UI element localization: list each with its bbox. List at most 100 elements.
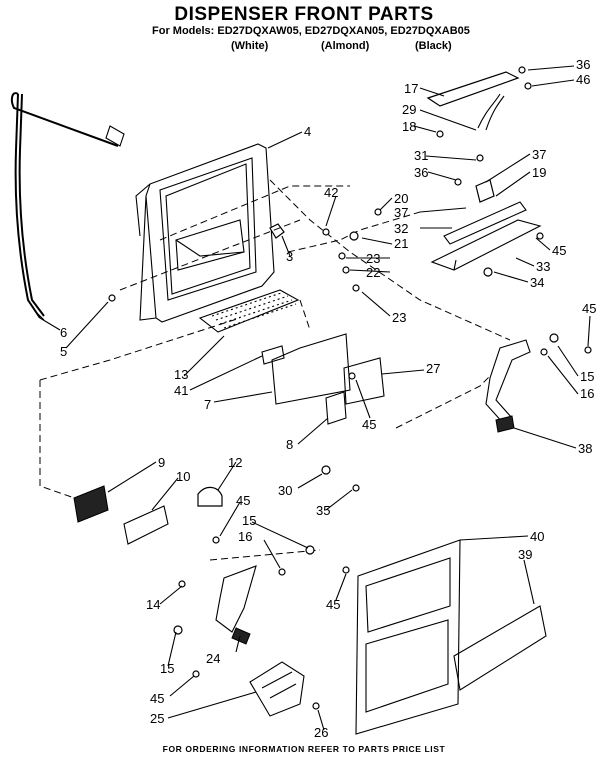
dispenser-housing xyxy=(145,143,275,323)
part-42 xyxy=(322,228,330,236)
callout-42: 42 xyxy=(324,185,339,200)
callout-38: 38 xyxy=(578,441,593,456)
callout-45: 45 xyxy=(150,691,165,706)
microswitch-19 xyxy=(475,179,495,203)
callout-5: 5 xyxy=(60,344,68,359)
trim-17 xyxy=(426,71,520,107)
callout-22: 22 xyxy=(366,265,381,280)
retainer-12 xyxy=(197,486,223,507)
callout-39: 39 xyxy=(518,547,533,562)
callout-33: 33 xyxy=(536,259,551,274)
callout-29: 29 xyxy=(402,102,417,117)
color-almond: (Almond) xyxy=(321,40,370,52)
housing-inner-frame xyxy=(159,157,257,301)
callout-3: 3 xyxy=(286,249,294,264)
callout-31: 31 xyxy=(414,148,429,163)
callout-35: 35 xyxy=(316,503,331,518)
paddle-9 xyxy=(73,485,109,523)
dashed-guide-5 xyxy=(287,211,421,253)
callout-18: 18 xyxy=(402,119,417,134)
chute-25-detail xyxy=(261,671,297,699)
callout-19: 19 xyxy=(532,165,547,180)
part-21 xyxy=(349,231,359,241)
screw-45-top xyxy=(584,346,592,354)
callout-27: 27 xyxy=(426,361,441,376)
tube-end xyxy=(35,125,125,321)
callout-41: 41 xyxy=(174,383,189,398)
dashed-guide-3 xyxy=(119,185,350,331)
bushing-part-3 xyxy=(269,223,285,239)
callout-36: 36 xyxy=(414,165,429,180)
callout-16: 16 xyxy=(238,529,253,544)
clip-15c xyxy=(173,625,183,635)
callout-32: 32 xyxy=(394,221,409,236)
model-numbers: For Models: ED27DQXAW05, ED27DQXAN05, ED… xyxy=(152,25,470,37)
screw-23a xyxy=(338,252,346,260)
screw-45-bracket xyxy=(212,536,220,544)
callout-10: 10 xyxy=(176,469,191,484)
callout-4: 4 xyxy=(304,124,312,139)
screw-5 xyxy=(108,294,116,302)
callout-17: 17 xyxy=(404,81,419,96)
switch-plate-7 xyxy=(271,333,351,405)
housing-opening xyxy=(175,219,245,271)
spring-16b xyxy=(278,568,286,576)
callout-14: 14 xyxy=(146,597,161,612)
callout-15: 15 xyxy=(580,369,595,384)
callout-30: 30 xyxy=(278,483,293,498)
callout-24: 24 xyxy=(206,651,221,666)
screw-45-plate xyxy=(348,372,356,380)
screw-35 xyxy=(352,484,360,492)
lever-24 xyxy=(215,565,257,633)
callout-13: 13 xyxy=(174,367,189,382)
callout-25: 25 xyxy=(150,711,165,726)
callout-15: 15 xyxy=(242,513,257,528)
part-34 xyxy=(483,267,493,277)
bracket-33 xyxy=(430,219,542,271)
part-22 xyxy=(342,266,350,274)
screw-26 xyxy=(312,702,320,710)
screw-36b xyxy=(454,178,462,186)
dashed-guide-1 xyxy=(39,317,241,501)
callout-37: 37 xyxy=(394,205,409,220)
panel-40 xyxy=(355,539,461,735)
diagram-title: DISPENSER FRONT PARTS xyxy=(174,4,434,25)
callout-21: 21 xyxy=(394,236,409,251)
dashed-guide-4 xyxy=(209,375,491,561)
screw-36a xyxy=(518,66,526,74)
panel-40-window-upper xyxy=(365,557,451,633)
callout-45: 45 xyxy=(552,243,567,258)
callout-23: 23 xyxy=(392,310,407,325)
callout-6: 6 xyxy=(60,325,68,340)
lever-38 xyxy=(485,339,531,425)
screw-23b xyxy=(352,284,360,292)
screw-20 xyxy=(374,208,382,216)
callout-45: 45 xyxy=(236,493,251,508)
callout-12: 12 xyxy=(228,455,243,470)
callout-7: 7 xyxy=(204,397,212,412)
screw-45-lower xyxy=(192,670,200,678)
bracket-10 xyxy=(123,505,169,545)
water-tube xyxy=(10,92,119,319)
tape-41 xyxy=(261,345,285,365)
callout-45: 45 xyxy=(582,301,597,316)
panel-40-window-lower xyxy=(365,619,449,713)
color-white: (White) xyxy=(231,40,269,52)
callout-8: 8 xyxy=(286,437,294,452)
callout-26: 26 xyxy=(314,725,329,740)
callout-37: 37 xyxy=(532,147,547,162)
spring-16a xyxy=(540,348,548,356)
cover-27 xyxy=(343,357,385,405)
chute-25 xyxy=(249,661,305,717)
actuator-32 xyxy=(443,201,527,245)
callout-20: 20 xyxy=(394,191,409,206)
callout-40: 40 xyxy=(530,529,545,544)
screw-45-right xyxy=(536,232,544,240)
callout-36: 36 xyxy=(576,57,591,72)
callout-46: 46 xyxy=(576,72,591,87)
ordering-note: FOR ORDERING INFORMATION REFER TO PARTS … xyxy=(162,744,446,754)
callout-16: 16 xyxy=(580,386,595,401)
plate-8 xyxy=(325,391,347,425)
nut-30 xyxy=(321,465,331,475)
